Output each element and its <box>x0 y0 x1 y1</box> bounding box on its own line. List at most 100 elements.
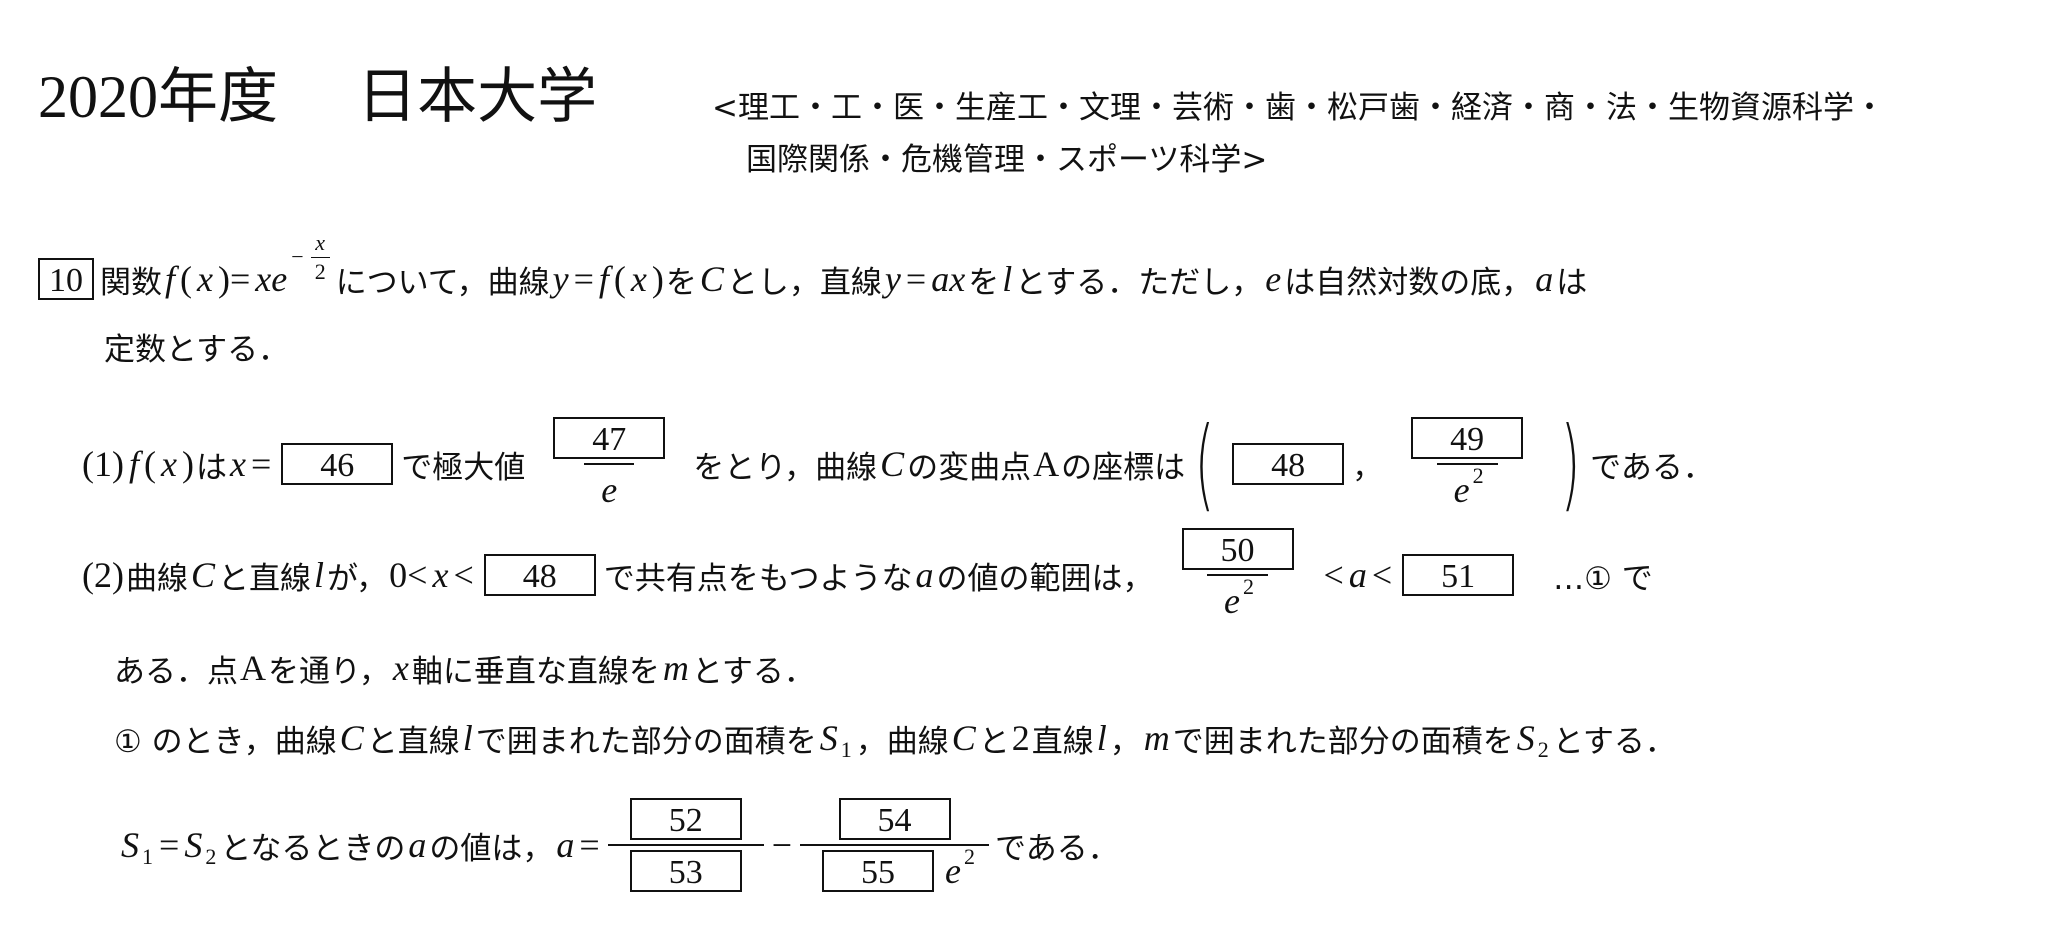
math-symbol: A <box>240 648 266 688</box>
subscript: 2 <box>205 844 217 869</box>
faculties-line-1: <理工・工・医・生産工・文理・芸術・歯・松戸歯・経済・商・法・生物資源科学・ <box>712 90 1885 126</box>
math-symbol: = <box>250 444 272 484</box>
fraction: 47 e <box>531 417 687 511</box>
math-symbol: < <box>1371 555 1393 595</box>
text-fragment: の座標は <box>1061 449 1186 486</box>
text-fragment: である． <box>1590 449 1714 486</box>
fraction-denominator: 2 <box>310 256 330 285</box>
text-fragment: は自然対数の底， <box>1284 264 1533 301</box>
math-symbol: (2) <box>82 555 124 595</box>
text-fragment: で囲まれた部分の面積を <box>475 723 817 760</box>
math-variable: S <box>184 825 203 865</box>
answer-box-48: 48 <box>1232 443 1345 485</box>
math-symbol: ) <box>181 444 194 484</box>
text-fragment: とする． <box>691 653 815 690</box>
university-name: 日本大学 <box>357 62 598 132</box>
math-symbol: 2 <box>314 258 326 284</box>
math-variable: ax <box>931 259 966 299</box>
math-variable: e <box>1453 470 1470 510</box>
answer-box-49: 49 <box>1411 417 1524 459</box>
text-fragment: とする．ただし， <box>1015 264 1263 301</box>
subscript: 2 <box>1537 737 1549 762</box>
exponent: 2 <box>1472 463 1484 488</box>
text-fragment: の変曲点 <box>907 449 1032 486</box>
text-fragment: 曲線 <box>125 560 188 597</box>
text-fragment: の値は， <box>429 830 554 867</box>
text-fragment: で囲まれた部分の面積を <box>1172 723 1514 760</box>
fraction-numerator: x <box>311 230 329 257</box>
answer-box-54: 54 <box>838 798 951 840</box>
math-symbol: = <box>159 825 180 865</box>
text-fragment: ある．点 <box>114 653 238 690</box>
problem-number-box: 10 <box>38 258 94 300</box>
math-variable: x <box>392 648 409 688</box>
math-symbol: − <box>291 244 304 269</box>
math-variable: x <box>630 259 647 299</box>
problem-statement-line: 定数とする． <box>104 316 289 376</box>
math-variable: x <box>315 229 326 255</box>
math-variable: e <box>1224 581 1241 621</box>
text-fragment: をとり，曲線 <box>693 449 878 486</box>
text-fragment: 定数とする． <box>104 331 290 368</box>
right-paren: ) <box>1560 405 1581 522</box>
answer-box-46: 46 <box>281 443 394 485</box>
exponent: 2 <box>964 844 975 869</box>
math-symbol: ( <box>144 444 156 484</box>
answer-box-50: 50 <box>1181 528 1294 570</box>
math-symbol: = <box>579 825 600 865</box>
math-variable: C <box>880 444 905 484</box>
exam-year: 2020年度 <box>38 64 278 130</box>
math-variable: a <box>556 825 575 865</box>
text-fragment: の値の範囲は， <box>936 560 1154 597</box>
text-fragment: が， <box>327 560 388 597</box>
math-variable: a <box>408 825 427 865</box>
math-variable: a <box>1348 555 1367 595</box>
math-symbol: ) <box>651 259 664 299</box>
math-variable: l <box>1096 718 1107 758</box>
text-fragment: 関数 <box>100 264 162 301</box>
text-fragment: となるときの <box>220 830 406 867</box>
text-fragment: ， <box>1352 449 1384 486</box>
text-fragment: ，曲線 <box>855 723 949 760</box>
math-variable: m <box>1143 718 1170 758</box>
answer-box-53: 53 <box>629 850 742 892</box>
page-title: 2020年度 日本大学 <box>38 62 597 132</box>
math-variable: e <box>601 470 618 510</box>
math-symbol: ( <box>180 259 193 299</box>
math-variable: y <box>552 259 569 299</box>
text-fragment: で共有点をもつような <box>603 560 913 597</box>
math-variable: S <box>121 825 139 865</box>
left-paren: ( <box>1194 405 1215 522</box>
math-variable: y <box>884 259 901 299</box>
math-variable: C <box>190 555 215 595</box>
math-symbol: = <box>905 259 927 299</box>
math-variable: C <box>339 718 364 758</box>
math-symbol: 2 <box>1011 718 1030 758</box>
math-symbol: 0< <box>389 555 428 595</box>
math-symbol: ( <box>613 259 626 299</box>
subscript: 1 <box>142 844 153 869</box>
fraction-numerator: 54 <box>817 798 973 844</box>
text-fragment: を <box>968 264 1000 301</box>
math-variable: a <box>915 555 934 595</box>
faculties-line-2: 国際関係・危機管理・スポーツ科学> <box>746 142 1268 178</box>
math-variable: x <box>197 259 213 299</box>
fraction-numerator: 47 <box>531 417 687 463</box>
text-fragment: について，曲線 <box>335 264 550 301</box>
text-fragment: は <box>1556 264 1588 301</box>
math-symbol: − <box>771 825 793 865</box>
math-variable: l <box>1002 259 1013 299</box>
answer-box-55: 55 <box>822 850 935 892</box>
math-variable: S <box>819 718 838 758</box>
math-variable: C <box>951 718 976 758</box>
math-symbol: )= <box>218 259 251 299</box>
